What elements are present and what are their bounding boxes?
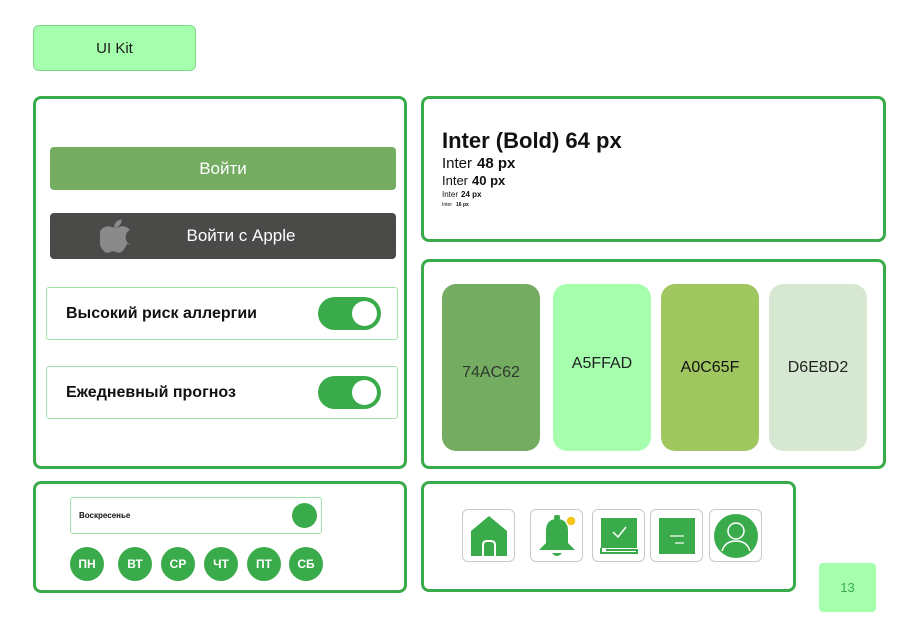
apple-login-button[interactable]: Войти с Apple — [50, 213, 396, 259]
login-button[interactable]: Войти — [50, 147, 396, 190]
day-chip-tue[interactable]: ВТ — [118, 547, 152, 581]
day-chip-wed[interactable]: СР — [161, 547, 195, 581]
color-swatch: D6E8D2 — [769, 284, 867, 451]
login-button-label: Войти — [199, 158, 247, 178]
notifications-tab[interactable] — [530, 509, 583, 562]
bell-icon — [538, 514, 577, 556]
type-sample-64: Inter (Bold) 64 px — [442, 128, 622, 153]
diary-icon — [599, 517, 638, 554]
notes-icon — [658, 517, 695, 554]
color-swatch: A5FFAD — [553, 284, 651, 451]
day-field-label: Воскресенье — [79, 511, 131, 520]
color-swatch: 74AC62 — [442, 284, 540, 451]
allergy-risk-toggle[interactable] — [318, 297, 381, 330]
day-chip-thu[interactable]: ЧТ — [204, 547, 238, 581]
day-selector-panel: Воскресенье ПН ВТ СР ЧТ ПТ СБ — [33, 481, 407, 593]
allergy-risk-row: Высокий риск аллергии — [46, 287, 398, 340]
nav-icons-panel — [421, 481, 796, 592]
page-title-badge: UI Kit — [33, 25, 196, 71]
daily-forecast-toggle[interactable] — [318, 376, 381, 409]
toggle-knob — [352, 301, 377, 326]
daily-forecast-row: Ежедневный прогноз — [46, 366, 398, 419]
color-swatch: A0C65F — [661, 284, 759, 451]
home-tab[interactable] — [462, 509, 515, 562]
notes-tab[interactable] — [650, 509, 703, 562]
day-chip-sat[interactable]: СБ — [289, 547, 323, 581]
home-icon — [470, 515, 507, 556]
color-swatch-label: A5FFAD — [571, 354, 633, 372]
diary-tab[interactable] — [592, 509, 645, 562]
day-chip-fri[interactable]: ПТ — [247, 547, 281, 581]
toggle-knob — [352, 380, 377, 405]
apple-icon — [100, 219, 131, 253]
page-number: 13 — [819, 563, 876, 612]
color-swatch-label: D6E8D2 — [787, 358, 849, 376]
apple-login-label: Войти с Apple — [186, 226, 296, 245]
color-swatch-label: A0C65F — [680, 358, 740, 376]
page-number-label: 13 — [840, 580, 855, 595]
color-palette-panel: 74AC62 A5FFAD A0C65F D6E8D2 — [421, 259, 886, 469]
profile-tab[interactable] — [709, 509, 762, 562]
color-swatch-label: 74AC62 — [462, 363, 520, 381]
profile-icon — [713, 513, 758, 558]
buttons-panel: Войти Войти с Apple Высокий риск аллерги… — [33, 96, 407, 469]
day-select-indicator[interactable] — [292, 503, 317, 528]
allergy-risk-label: Высокий риск аллергии — [66, 304, 257, 322]
daily-forecast-label: Ежедневный прогноз — [66, 383, 236, 401]
page-title: UI Kit — [96, 39, 133, 57]
day-chip-mon[interactable]: ПН — [70, 547, 104, 581]
day-field[interactable]: Воскресенье — [70, 497, 322, 534]
